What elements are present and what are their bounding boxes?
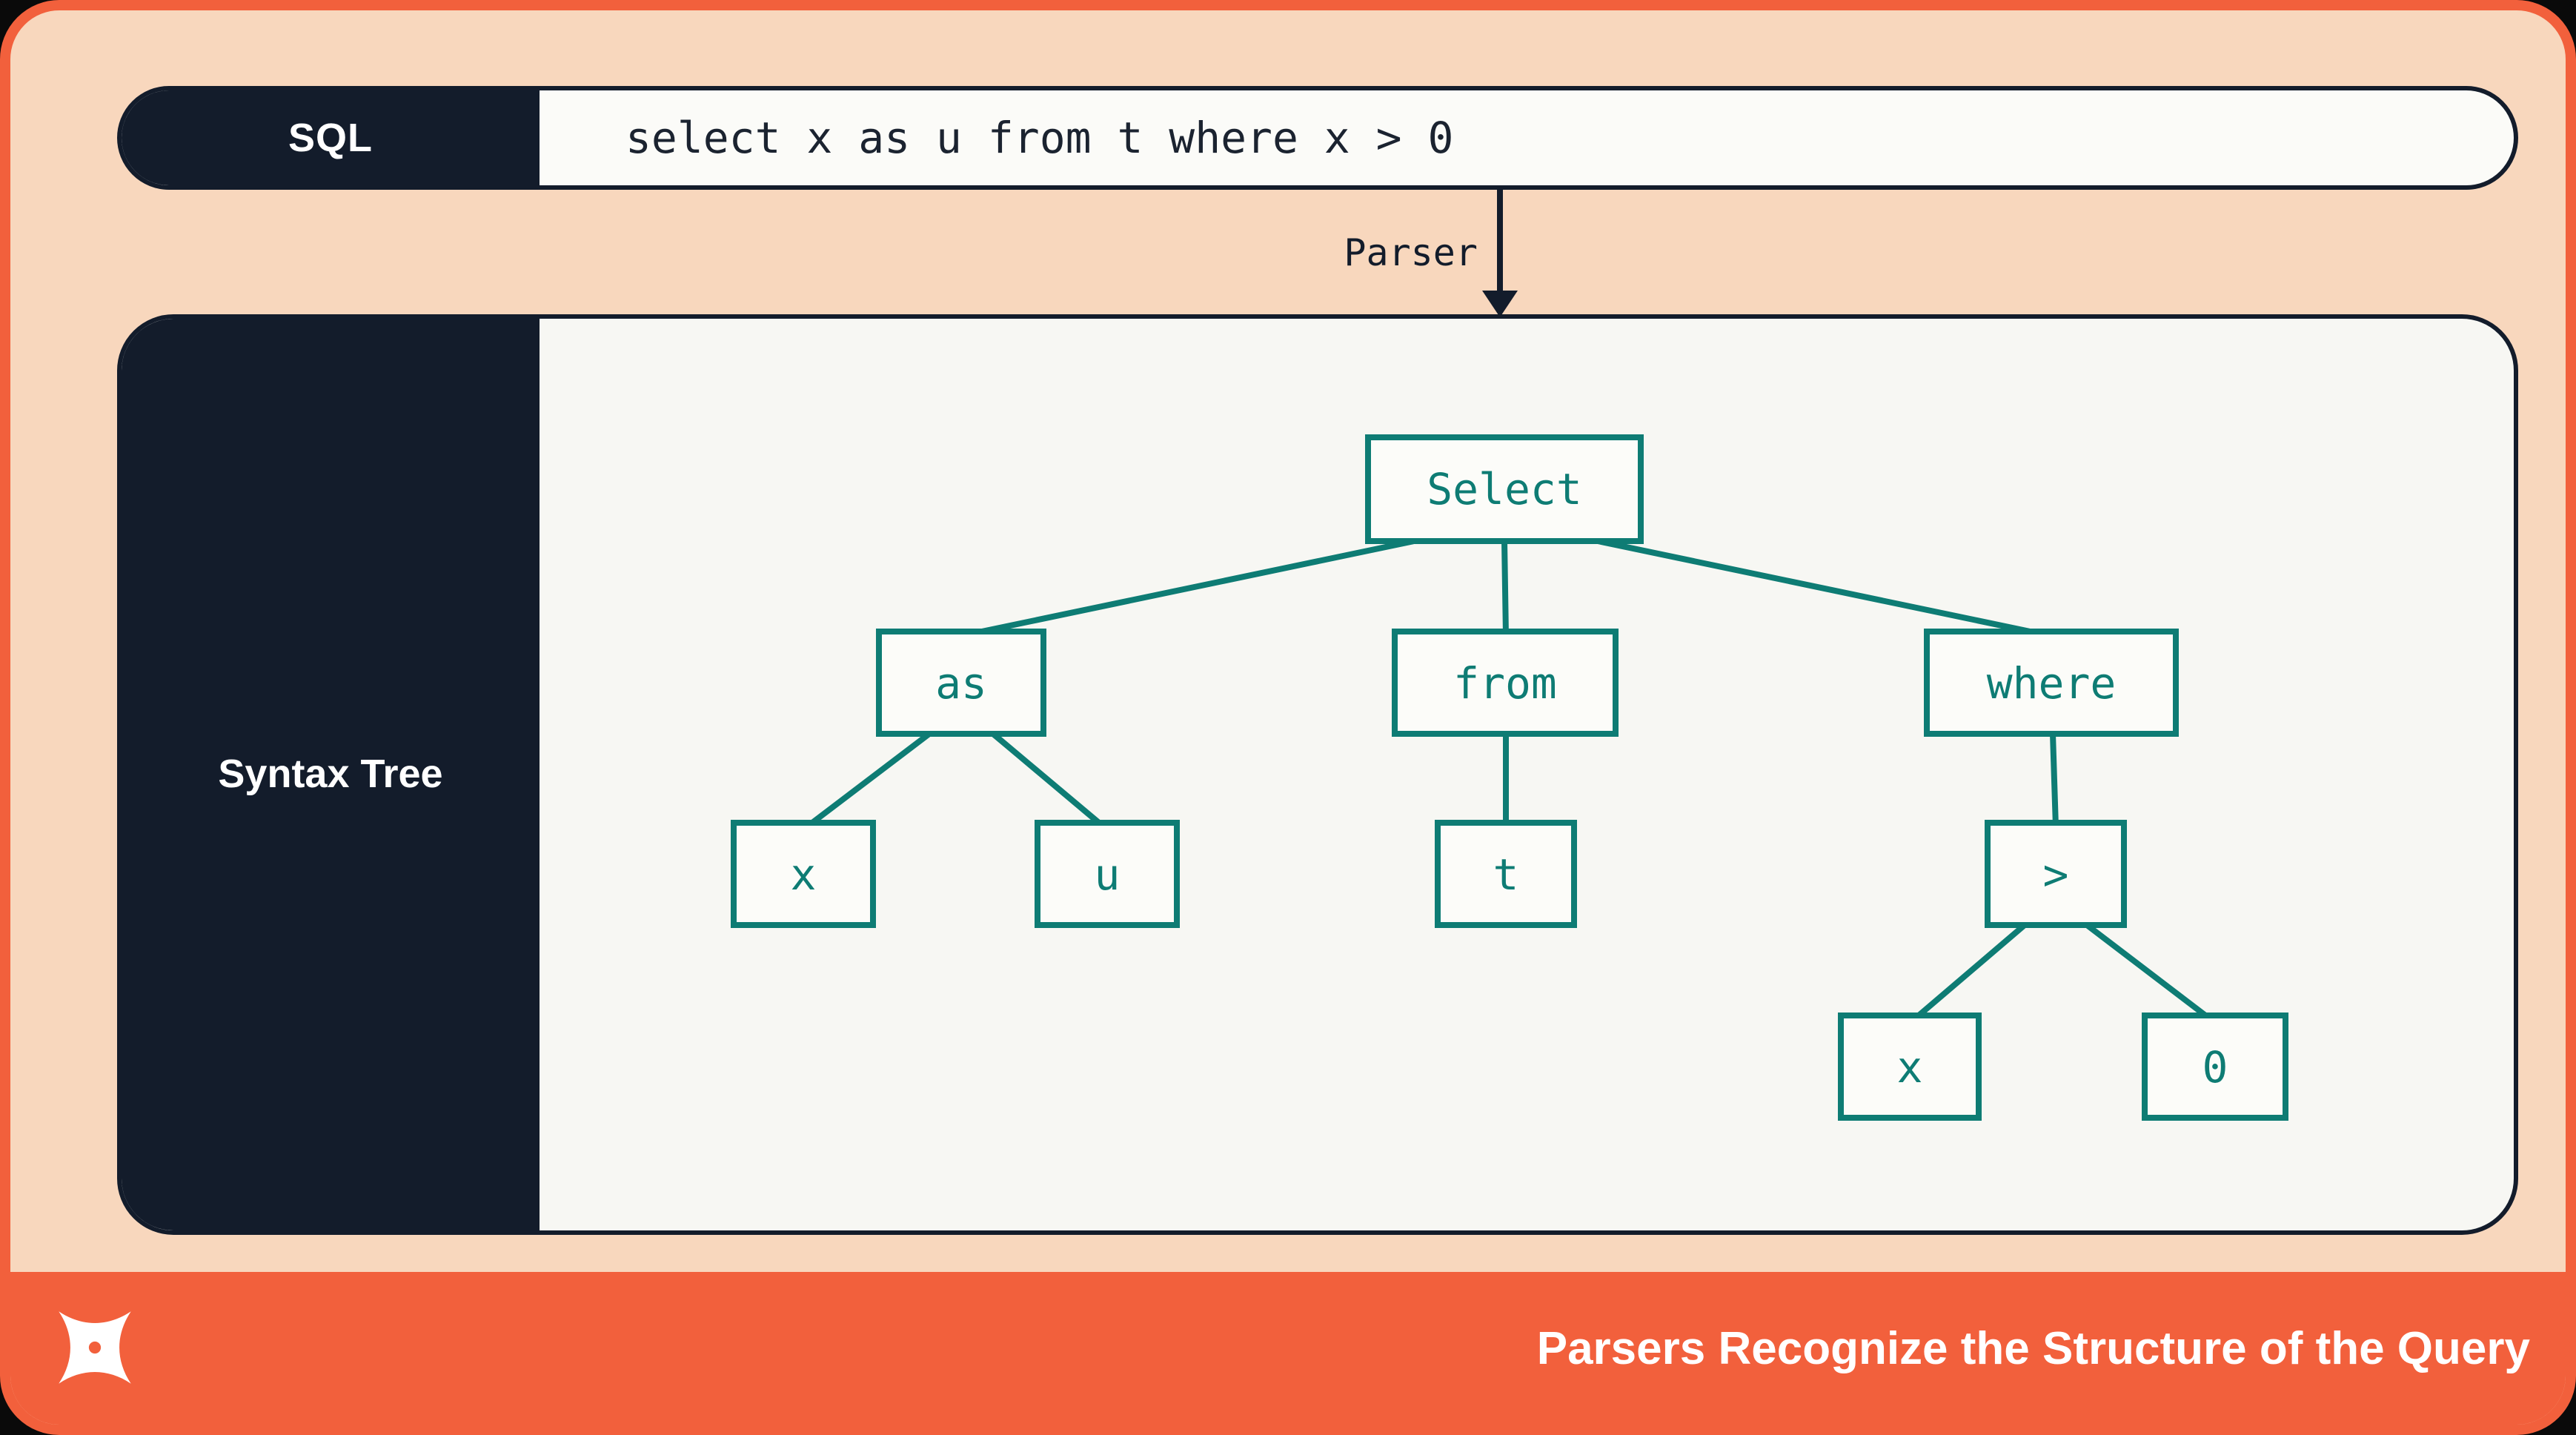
edge-select-as [960,538,1415,639]
edge-gt-zero [2085,922,2214,1023]
sql-query-text: select x as u from t where x > 0 [625,113,1454,163]
edge-gt-x [1911,922,2027,1023]
tree-node-from: from [1392,629,1619,737]
down-arrow-icon [1497,190,1503,294]
tree-node-x-under-as: x [731,820,876,928]
tree-node-zero: 0 [2142,1013,2288,1121]
edge-as-x [804,731,932,830]
tree-node-u: u [1035,820,1180,928]
syntax-tree-panel: Syntax Tree Select as from where x [117,314,2518,1235]
syntax-tree-canvas: Select as from where x u t > x 0 [122,319,2514,1230]
tree-node-t: t [1435,820,1577,928]
edge-as-u [991,731,1106,830]
tree-node-gt: > [1985,820,2127,928]
tree-node-x-under-gt: x [1838,1013,1982,1121]
footer-bar: Parsers Recognize the Structure of the Q… [10,1272,2566,1425]
edge-where-gt [2050,733,2059,828]
parser-label: Parser [1344,231,1478,274]
tree-node-where: where [1924,629,2179,737]
tree-edges [804,538,2214,1023]
footer-title: Parsers Recognize the Structure of the Q… [1536,1322,2530,1373]
syntax-tree-panel-label: Syntax Tree [122,319,540,1230]
tree-node-select: Select [1365,434,1644,544]
four-point-star-logo [59,1311,131,1384]
down-arrow-head-icon [1482,291,1518,317]
tree-node-as: as [876,629,1046,737]
edge-select-from [1501,540,1509,637]
sql-bar: SQL select x as u from t where x > 0 [117,86,2518,190]
sql-bar-label: SQL [122,90,540,185]
edge-select-where [1597,538,2052,639]
